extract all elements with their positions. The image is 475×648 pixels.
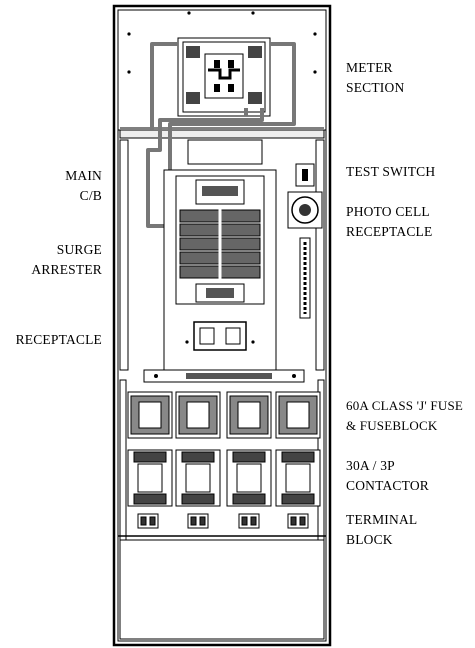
terminal-blocks	[137, 513, 309, 529]
main-breaker-panel	[163, 169, 277, 371]
enclosure-outline	[112, 4, 332, 647]
test-switch-label: TEST SWITCH	[346, 164, 436, 179]
bottom-compartment	[118, 535, 326, 640]
fuse-blocks	[127, 391, 321, 439]
right-devices	[287, 163, 323, 319]
neutral-bar	[143, 369, 305, 383]
photo-cell-label: PHOTO CELL RECEPTACLE	[346, 204, 433, 239]
meter-section-label: METER SECTION	[346, 60, 405, 95]
main-cb-label: MAIN C/B	[65, 168, 102, 203]
receptacle-label: RECEPTACLE	[15, 332, 102, 347]
fuse-label: 60A CLASS 'J' FUSE & FUSEBLOCK	[346, 398, 464, 433]
contactor-label: 30A / 3P CONTACTOR	[346, 458, 429, 493]
terminal-block-label: TERMINAL BLOCK	[346, 512, 418, 547]
surge-arrester-label: SURGE ARRESTER	[31, 242, 102, 277]
contactors	[127, 449, 321, 507]
